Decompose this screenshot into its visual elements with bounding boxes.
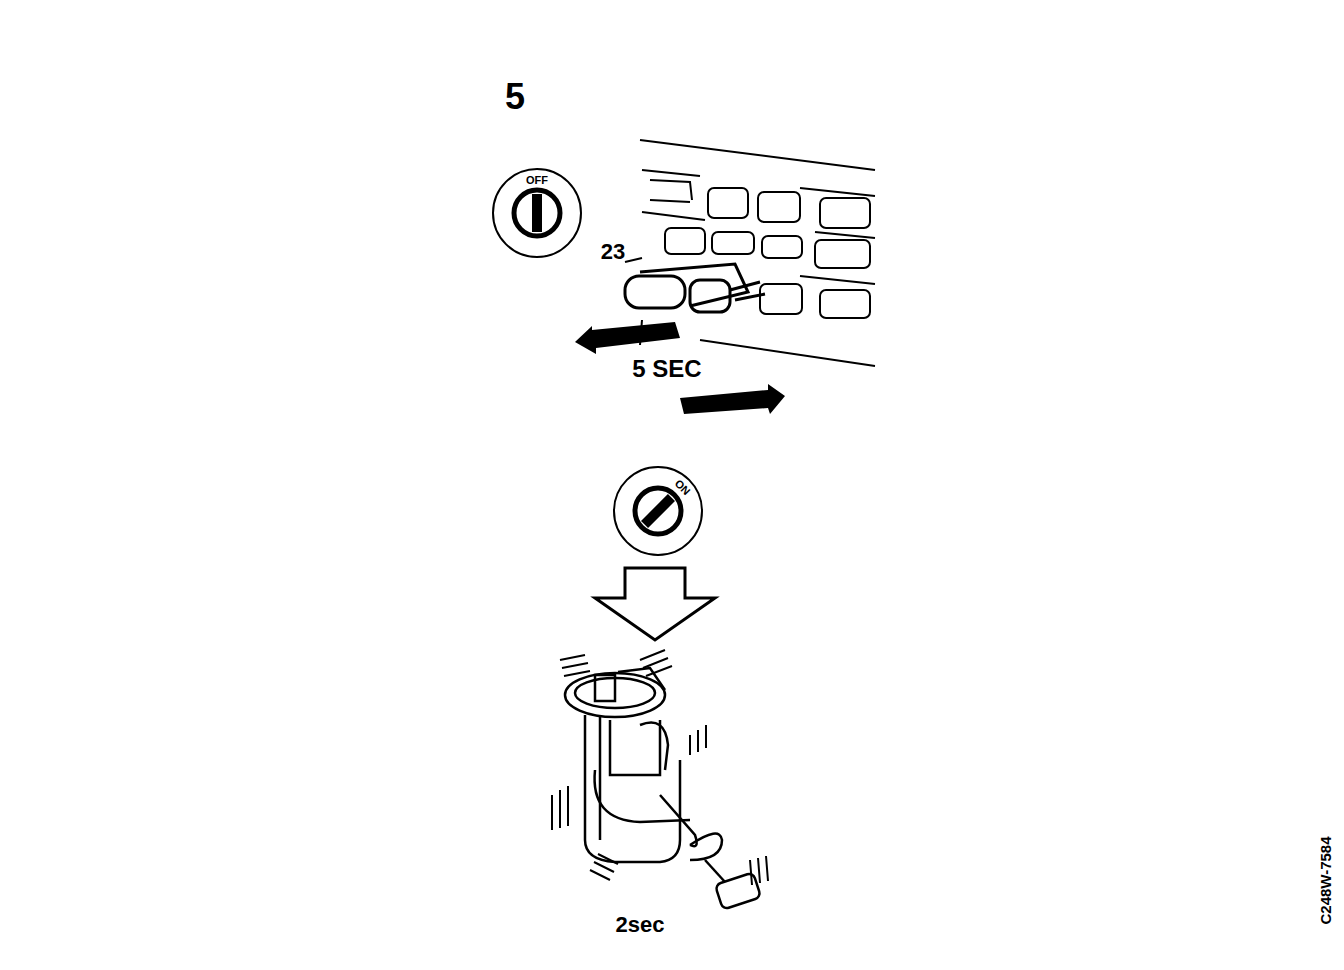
step-number: 5 (505, 79, 525, 115)
key-symbol (612, 465, 704, 557)
ignition-switch: ON (612, 465, 704, 557)
pull-arrow (575, 322, 680, 354)
vibration-marks (552, 650, 768, 885)
figure-code: C248W-7584 (1318, 836, 1333, 924)
fuel-pump (565, 668, 761, 910)
ignition-switch: OFF (491, 167, 583, 259)
down-arrow (595, 568, 715, 640)
duration-label: 2sec (616, 914, 665, 936)
callout-number: 23 (601, 241, 625, 263)
switch-position: OFF (525, 175, 549, 186)
push-arrow (680, 384, 785, 414)
duration-label: 5 SEC (632, 357, 701, 381)
